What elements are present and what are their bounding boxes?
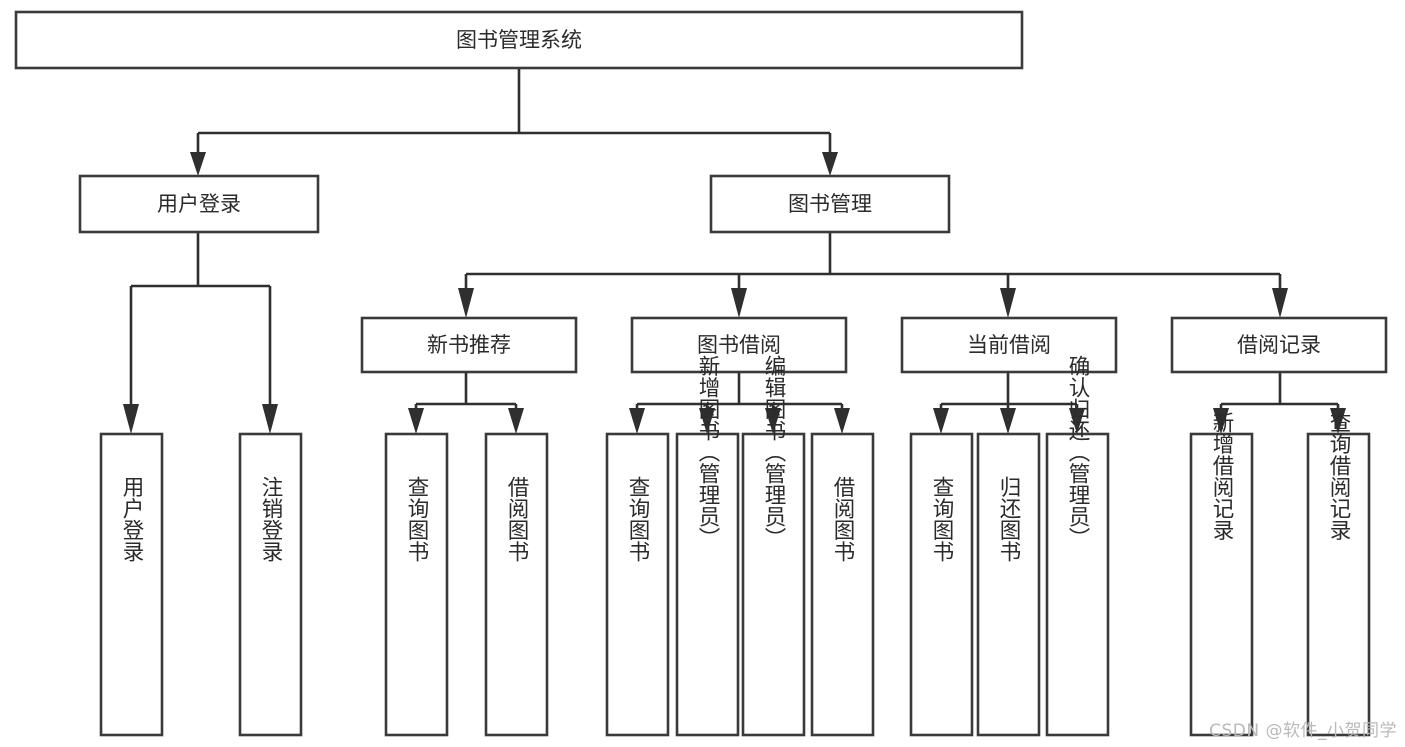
node-user-login[interactable]: 用户登录	[78, 174, 320, 234]
node-leaf-borrow-book-1-box[interactable]	[484, 432, 549, 737]
node-leaf-query-book-1[interactable]: 查询图书	[384, 432, 449, 737]
arrowhead-leaf-borrow-book-1	[508, 408, 524, 434]
node-leaf-query-book-2[interactable]: 查询图书	[605, 432, 670, 737]
arrowhead-current-borrow	[1000, 288, 1016, 318]
node-leaf-add-book[interactable]: 新增图书（管理员）	[675, 355, 740, 737]
node-leaf-logout-login[interactable]: 注销登录	[238, 432, 303, 737]
node-new-book-recommend-box[interactable]	[360, 316, 578, 374]
node-leaf-confirm-return[interactable]: 确认归还（管理员）	[1045, 355, 1110, 737]
node-leaf-add-record-label: 新增借阅记录	[1209, 411, 1234, 541]
node-root-system[interactable]: 图书管理系统	[14, 10, 1024, 70]
node-leaf-query-record-box[interactable]	[1306, 432, 1371, 737]
node-current-borrow[interactable]: 当前借阅	[900, 316, 1118, 374]
node-leaf-add-record[interactable]: 新增借阅记录	[1189, 411, 1254, 737]
arrowhead-leaf-query-book-1	[408, 408, 424, 434]
node-current-borrow-box[interactable]	[900, 316, 1118, 374]
arrowhead-leaf-user-login	[123, 404, 139, 434]
node-leaf-query-book-2-label: 查询图书	[625, 476, 650, 563]
node-book-borrow-label: 图书借阅	[697, 333, 781, 357]
node-new-book-recommend[interactable]: 新书推荐	[360, 316, 578, 374]
node-leaf-borrow-book-2-box[interactable]	[810, 432, 875, 737]
node-borrow-record-box[interactable]	[1170, 316, 1388, 374]
arrowhead-leaf-return-book	[1000, 408, 1016, 434]
node-leaf-query-book-3[interactable]: 查询图书	[909, 432, 974, 737]
node-leaf-user-login[interactable]: 用户登录	[99, 432, 164, 737]
node-root-label: 图书管理系统	[456, 28, 582, 52]
node-book-borrow-box[interactable]	[630, 316, 848, 374]
node-current-borrow-label: 当前借阅	[967, 333, 1051, 357]
arrowhead-leaf-query-book-2	[629, 408, 645, 434]
node-leaf-add-record-box[interactable]	[1189, 432, 1254, 737]
connector-layer	[123, 68, 1346, 434]
node-leaf-borrow-book-1[interactable]: 借阅图书	[484, 432, 549, 737]
node-book-borrow[interactable]: 图书借阅	[630, 316, 848, 374]
arrowhead-leaf-logout-login	[262, 404, 278, 434]
node-leaf-edit-book[interactable]: 编辑图书（管理员）	[741, 355, 806, 737]
node-leaf-borrow-book-2[interactable]: 借阅图书	[810, 432, 875, 737]
node-leaf-query-book-2-box[interactable]	[605, 432, 670, 737]
node-leaf-query-record-label: 查询借阅记录	[1326, 411, 1351, 541]
node-new-book-recommend-label: 新书推荐	[427, 333, 511, 357]
arrowhead-new-book-recommend	[458, 288, 474, 318]
node-leaf-add-book-label: 新增图书（管理员）	[695, 355, 720, 549]
node-leaf-confirm-return-box[interactable]	[1045, 432, 1110, 737]
node-leaf-user-login-label: 用户登录	[119, 476, 144, 562]
arrowhead-book-management	[822, 152, 838, 176]
node-leaf-query-book-3-label: 查询图书	[929, 476, 954, 563]
node-leaf-logout-login-label: 注销登录	[258, 476, 283, 563]
node-book-management[interactable]: 图书管理	[709, 174, 951, 234]
node-book-management-label: 图书管理	[788, 192, 872, 216]
csdn-watermark: CSDN @软件_小贺同学	[1209, 721, 1397, 741]
node-leaf-confirm-return-label: 确认归还（管理员）	[1065, 355, 1090, 549]
arrowhead-borrow-record	[1272, 288, 1288, 318]
node-root-box[interactable]	[14, 10, 1024, 70]
arrowhead-leaf-edit-book	[765, 408, 781, 434]
node-leaf-edit-book-box[interactable]	[741, 432, 806, 737]
arrowhead-leaf-confirm-return	[1069, 408, 1085, 434]
arrowhead-leaf-add-book	[699, 408, 715, 434]
node-leaf-edit-book-label: 编辑图书（管理员）	[761, 355, 786, 549]
node-user-login-label: 用户登录	[157, 192, 241, 216]
arrowhead-leaf-query-record	[1330, 408, 1346, 434]
arrowhead-leaf-borrow-book-2	[834, 408, 850, 434]
node-book-management-box[interactable]	[709, 174, 951, 234]
node-leaf-query-record[interactable]: 查询借阅记录	[1306, 411, 1371, 737]
node-leaf-query-book-1-box[interactable]	[384, 432, 449, 737]
node-leaf-user-login-box[interactable]	[99, 432, 164, 737]
node-leaf-borrow-book-1-label: 借阅图书	[504, 476, 529, 563]
node-leaf-logout-login-box[interactable]	[238, 432, 303, 737]
node-leaf-add-book-box[interactable]	[675, 432, 740, 737]
arrowhead-leaf-add-record	[1213, 408, 1229, 434]
node-borrow-record-label: 借阅记录	[1237, 333, 1321, 357]
node-borrow-record[interactable]: 借阅记录	[1170, 316, 1388, 374]
arrowhead-book-borrow	[731, 288, 747, 318]
node-leaf-return-book[interactable]: 归还图书	[976, 432, 1041, 737]
arrowhead-leaf-query-book-3	[933, 408, 949, 434]
node-leaf-borrow-book-2-label: 借阅图书	[830, 476, 855, 563]
node-leaf-return-book-label: 归还图书	[996, 476, 1021, 563]
node-user-login-box[interactable]	[78, 174, 320, 234]
node-leaf-query-book-1-label: 查询图书	[404, 476, 429, 563]
node-leaf-return-book-box[interactable]	[976, 432, 1041, 737]
node-leaf-query-book-3-box[interactable]	[909, 432, 974, 737]
arrowhead-user-login	[190, 152, 206, 176]
